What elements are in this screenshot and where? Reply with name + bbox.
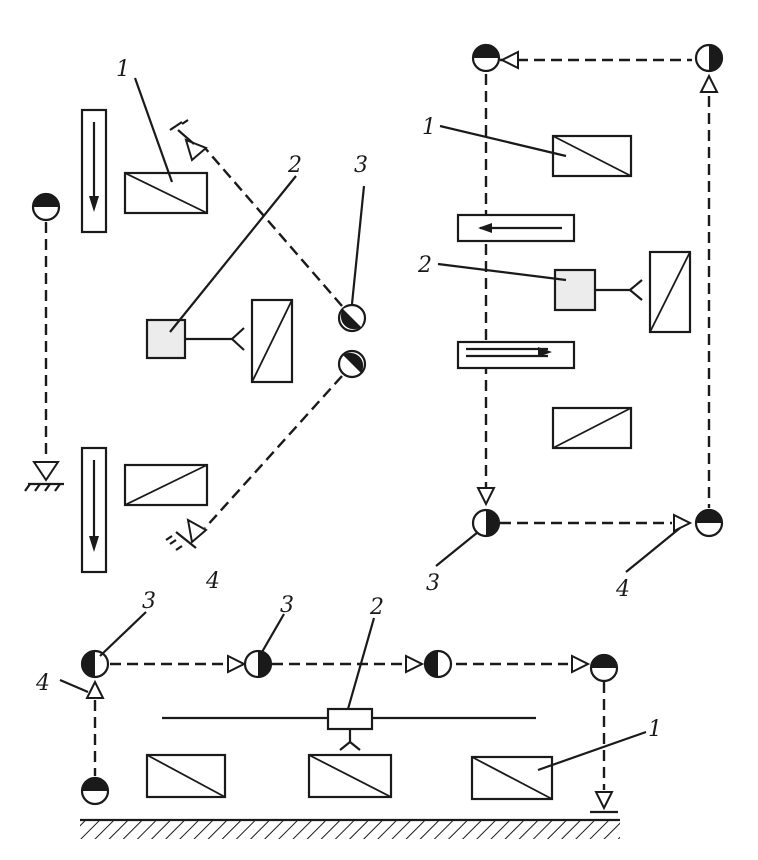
- label-2: 2: [369, 595, 384, 620]
- label-1: 1: [422, 115, 436, 140]
- corner-circle-tl: [471, 43, 501, 73]
- arrow-b4: [571, 654, 591, 674]
- bottom-diagram: 3 3 4 2 1: [35, 589, 662, 839]
- label-4: 4: [35, 671, 50, 696]
- label-2: 2: [287, 153, 302, 178]
- label-1: 1: [648, 717, 662, 742]
- arrow-bottom: [673, 513, 693, 533]
- sensor-circle-left: [31, 192, 61, 222]
- emitter-bottom: [186, 518, 208, 544]
- control-unit: [145, 318, 187, 360]
- label-4: 4: [205, 569, 220, 594]
- sensor-circle-b-bottom: [80, 776, 110, 806]
- right-diagram: 1 2 3 4: [417, 43, 724, 602]
- sensor-circle-b2: [243, 649, 273, 679]
- arrow-b-up: [85, 679, 105, 699]
- arrow-left-down: [476, 487, 496, 507]
- label-3: 3: [142, 589, 156, 614]
- label-1: 1: [116, 57, 130, 82]
- corner-circle-tr: [694, 43, 724, 73]
- carriage: [326, 707, 374, 731]
- ground-arrow-right: [594, 791, 614, 811]
- ground-hatch: [80, 821, 620, 839]
- corner-circle-br: [694, 508, 724, 538]
- arrow-top: [499, 50, 519, 70]
- label-2: 2: [417, 253, 432, 278]
- arrow-b3: [405, 654, 425, 674]
- arrow-right-up: [699, 73, 719, 93]
- ground-arrow-left: [32, 461, 60, 482]
- label-3: 3: [426, 571, 440, 596]
- sensor-circle-lower: [337, 349, 367, 379]
- sensor-circle-upper: [337, 303, 367, 333]
- emitter-top: [184, 138, 208, 162]
- control-unit-right: [553, 268, 597, 312]
- label-4: 4: [615, 577, 630, 602]
- corner-circle-bl: [471, 508, 501, 538]
- label-3: 3: [354, 153, 368, 178]
- sensor-circle-b3: [423, 649, 453, 679]
- left-diagram: 1 2 3 4: [24, 57, 368, 594]
- label-3: 3: [280, 593, 294, 618]
- sensor-circle-b1: [80, 649, 110, 679]
- sensor-circle-b4: [589, 653, 619, 683]
- arrow-b2: [227, 654, 247, 674]
